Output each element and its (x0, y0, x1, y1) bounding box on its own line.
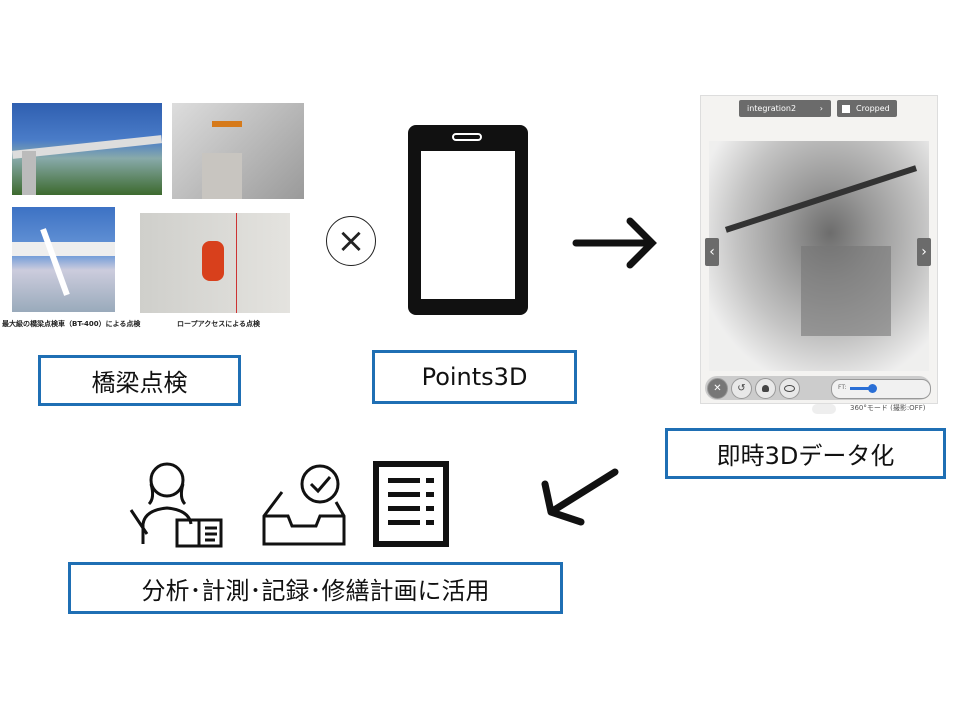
person-button[interactable] (755, 378, 776, 399)
checkbox-icon (842, 104, 850, 113)
label-instant-3d: 即時3Dデータ化 (665, 428, 946, 479)
eye-off-icon (784, 385, 795, 392)
times-circle-icon: × (326, 216, 376, 266)
close-button[interactable]: ✕ (707, 378, 728, 399)
label-points3d: Points3D (372, 350, 577, 404)
photo-bridge (12, 103, 162, 195)
dataset-name: integration2 (747, 104, 797, 113)
smartphone-icon (408, 125, 528, 315)
cropped-label: Cropped (856, 104, 890, 113)
caption-rope-access: ロープアクセスによる点検 (177, 320, 261, 328)
slider-thumb[interactable] (868, 384, 877, 393)
undo-button[interactable]: ↺ (731, 378, 752, 399)
mode-label: 360°モード (撮影:OFF) (850, 404, 926, 412)
chevron-right-icon: › (819, 104, 823, 113)
undo-icon: ↺ (737, 383, 746, 394)
photo-inspection-truck (12, 207, 115, 312)
chevron-left-icon: ‹ (709, 244, 715, 260)
slider-label: FT: (838, 384, 847, 391)
label-utilization: 分析･計測･記録･修繕計画に活用 (68, 562, 563, 614)
arrow-down-left-icon (541, 468, 619, 526)
presenter-icon (129, 462, 223, 548)
nav-left-button[interactable]: ‹ (705, 238, 719, 266)
slider[interactable]: FT: (831, 379, 931, 399)
label-bridge-inspection: 橋梁点検 (38, 355, 241, 406)
checklist-icon (373, 461, 449, 547)
app-screenshot: integration2 › Cropped ‹ › ✕ ↺ FT: (700, 95, 938, 404)
chevron-right-icon: › (921, 244, 927, 260)
slider-fill (850, 387, 872, 390)
photo-rope-access (140, 213, 290, 313)
person-icon (762, 385, 769, 392)
nav-right-button[interactable]: › (917, 238, 931, 266)
mode-toggle[interactable] (812, 404, 836, 414)
close-icon: ✕ (713, 383, 722, 394)
inbox-check-icon (262, 464, 346, 546)
cropped-checkbox[interactable]: Cropped (837, 100, 897, 117)
dataset-selector[interactable]: integration2 › (739, 100, 831, 117)
caption-inspection-truck: 最大級の橋梁点検車（BT-400）による点検 (2, 320, 141, 328)
photo-underside (172, 103, 304, 199)
hide-button[interactable] (779, 378, 800, 399)
arrow-right-icon (572, 217, 657, 269)
times-symbol: × (336, 221, 366, 261)
